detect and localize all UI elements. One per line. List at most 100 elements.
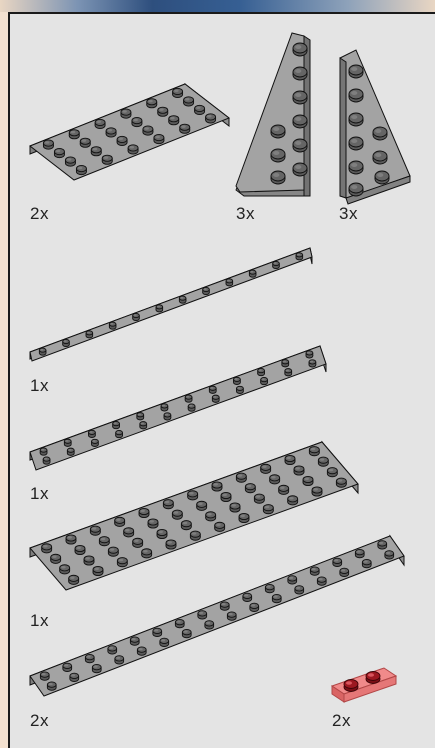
stud [293,139,307,152]
stud [312,487,322,496]
stud [288,496,298,505]
stud [102,155,112,164]
stud [293,67,307,80]
stud [132,117,142,126]
stud [271,149,285,162]
stud [245,484,255,493]
stud [188,491,198,500]
wedge-plate-right-illustration [340,50,410,204]
stud [121,109,131,118]
stud [158,107,168,116]
stud [116,430,123,437]
stud [117,136,127,145]
stud [157,529,167,538]
stud [76,165,86,174]
stud [40,448,47,455]
stud [349,137,363,150]
stud [190,531,200,540]
stud [285,455,295,464]
stud [309,360,316,367]
stud [181,521,191,530]
stud [185,395,192,402]
stud [272,594,281,602]
stud [69,130,79,139]
stud [75,545,85,554]
stud [209,386,216,393]
stud [117,558,127,567]
stud [288,576,297,584]
wedge-plate-left-illustration [236,33,310,196]
stud [124,528,134,537]
stud [336,478,346,487]
stud [163,500,173,509]
stud [203,287,210,294]
stud [154,134,164,143]
stud [205,621,214,629]
stud [108,646,117,654]
stud [43,457,50,464]
stud [139,508,149,517]
stud [373,151,387,164]
stud [95,119,105,128]
stud [108,547,118,556]
stud [113,421,120,428]
stud [293,163,307,176]
stud [156,305,163,312]
stud [206,114,216,123]
quantity-label: 3x [236,204,255,224]
stud [67,448,74,455]
stud [91,147,101,156]
stud [180,124,190,133]
stud [40,672,49,680]
stud [172,510,182,519]
stud [282,360,289,367]
stud [237,386,244,393]
stud [43,140,53,149]
stud [309,447,319,456]
stud [375,171,389,184]
stud [137,647,146,655]
stud [65,157,75,166]
stud [234,377,241,384]
stud [355,549,364,557]
stud [179,296,186,303]
stud [66,535,76,544]
stud [254,494,264,503]
quantity-label: 2x [332,711,351,731]
stud [310,567,319,575]
stud [133,313,140,320]
stud [258,368,265,375]
stud [349,65,363,78]
stud [195,105,205,114]
stud [327,468,337,477]
quantity-label: 1x [30,376,49,396]
quantity-label: 1x [30,611,49,631]
stud [349,183,363,196]
stud [80,138,90,147]
plate-1x12-illustration [30,248,312,361]
stud [265,584,274,592]
stud [106,128,116,137]
stud [373,127,387,140]
stud [161,404,168,411]
stud [263,505,273,514]
stud [221,492,231,501]
stud [86,331,93,338]
plate-1x2-trans-red-illustration [332,668,396,702]
stud [166,540,176,549]
stud [378,541,387,549]
stud [271,125,285,138]
stud [285,369,292,376]
stud [349,113,363,126]
stud [261,377,268,384]
stud [273,261,280,268]
stud [340,568,349,576]
stud [349,161,363,174]
stud [212,395,219,402]
stud [220,602,229,610]
stud [293,43,307,56]
stud [148,519,158,528]
stud [92,664,101,672]
stud [63,339,70,346]
